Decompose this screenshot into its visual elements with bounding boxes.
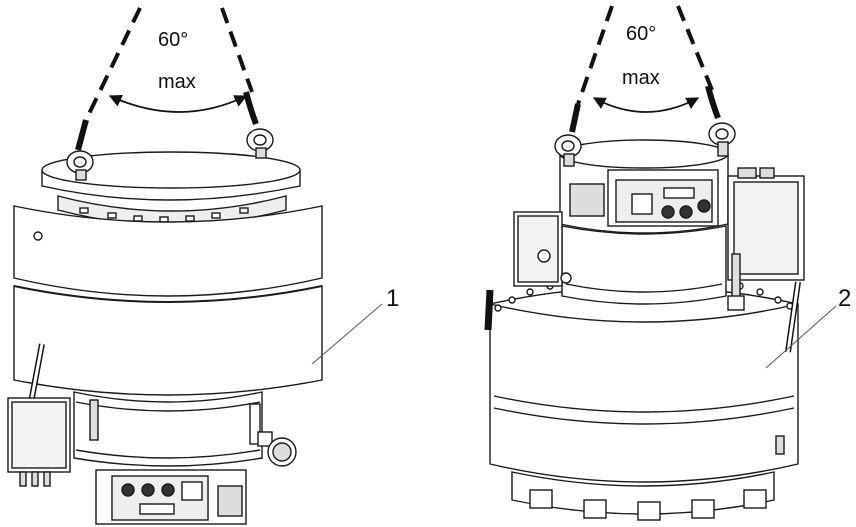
angle-label-1: 60° (158, 29, 188, 51)
pump-2 (484, 5, 837, 521)
connector-panel-2 (569, 169, 719, 227)
sling-lines-2 (576, 5, 714, 105)
angle-arc-1 (108, 94, 248, 113)
main-housing-2 (489, 303, 799, 483)
angle-label-2: 60° (626, 23, 656, 45)
callout-number-1: 1 (386, 285, 399, 312)
max-label-1: max (158, 71, 196, 93)
electronics-box-1 (7, 397, 71, 487)
middle-housing-2 (561, 225, 727, 305)
electronics-box-left-2 (513, 211, 572, 287)
callout-number-2: 2 (838, 285, 851, 312)
eye-bolt-right-2 (705, 85, 736, 157)
flange-bolts-1 (79, 207, 249, 223)
eye-bolt-right-1 (243, 91, 274, 159)
pump-1 (7, 7, 383, 525)
callout-leader-2 (765, 305, 837, 369)
lower-housing-1 (73, 391, 263, 467)
upper-housing-1 (13, 205, 323, 297)
eye-bolt-left-2 (554, 103, 582, 167)
eye-bolt-left-1 (66, 119, 94, 181)
connector-panel-1 (95, 469, 247, 525)
angle-arc-2 (592, 97, 700, 113)
sling-lines-1 (84, 7, 254, 121)
callout-leader-1 (311, 303, 383, 365)
handle-left-2 (484, 289, 494, 331)
max-label-2: max (622, 67, 660, 89)
